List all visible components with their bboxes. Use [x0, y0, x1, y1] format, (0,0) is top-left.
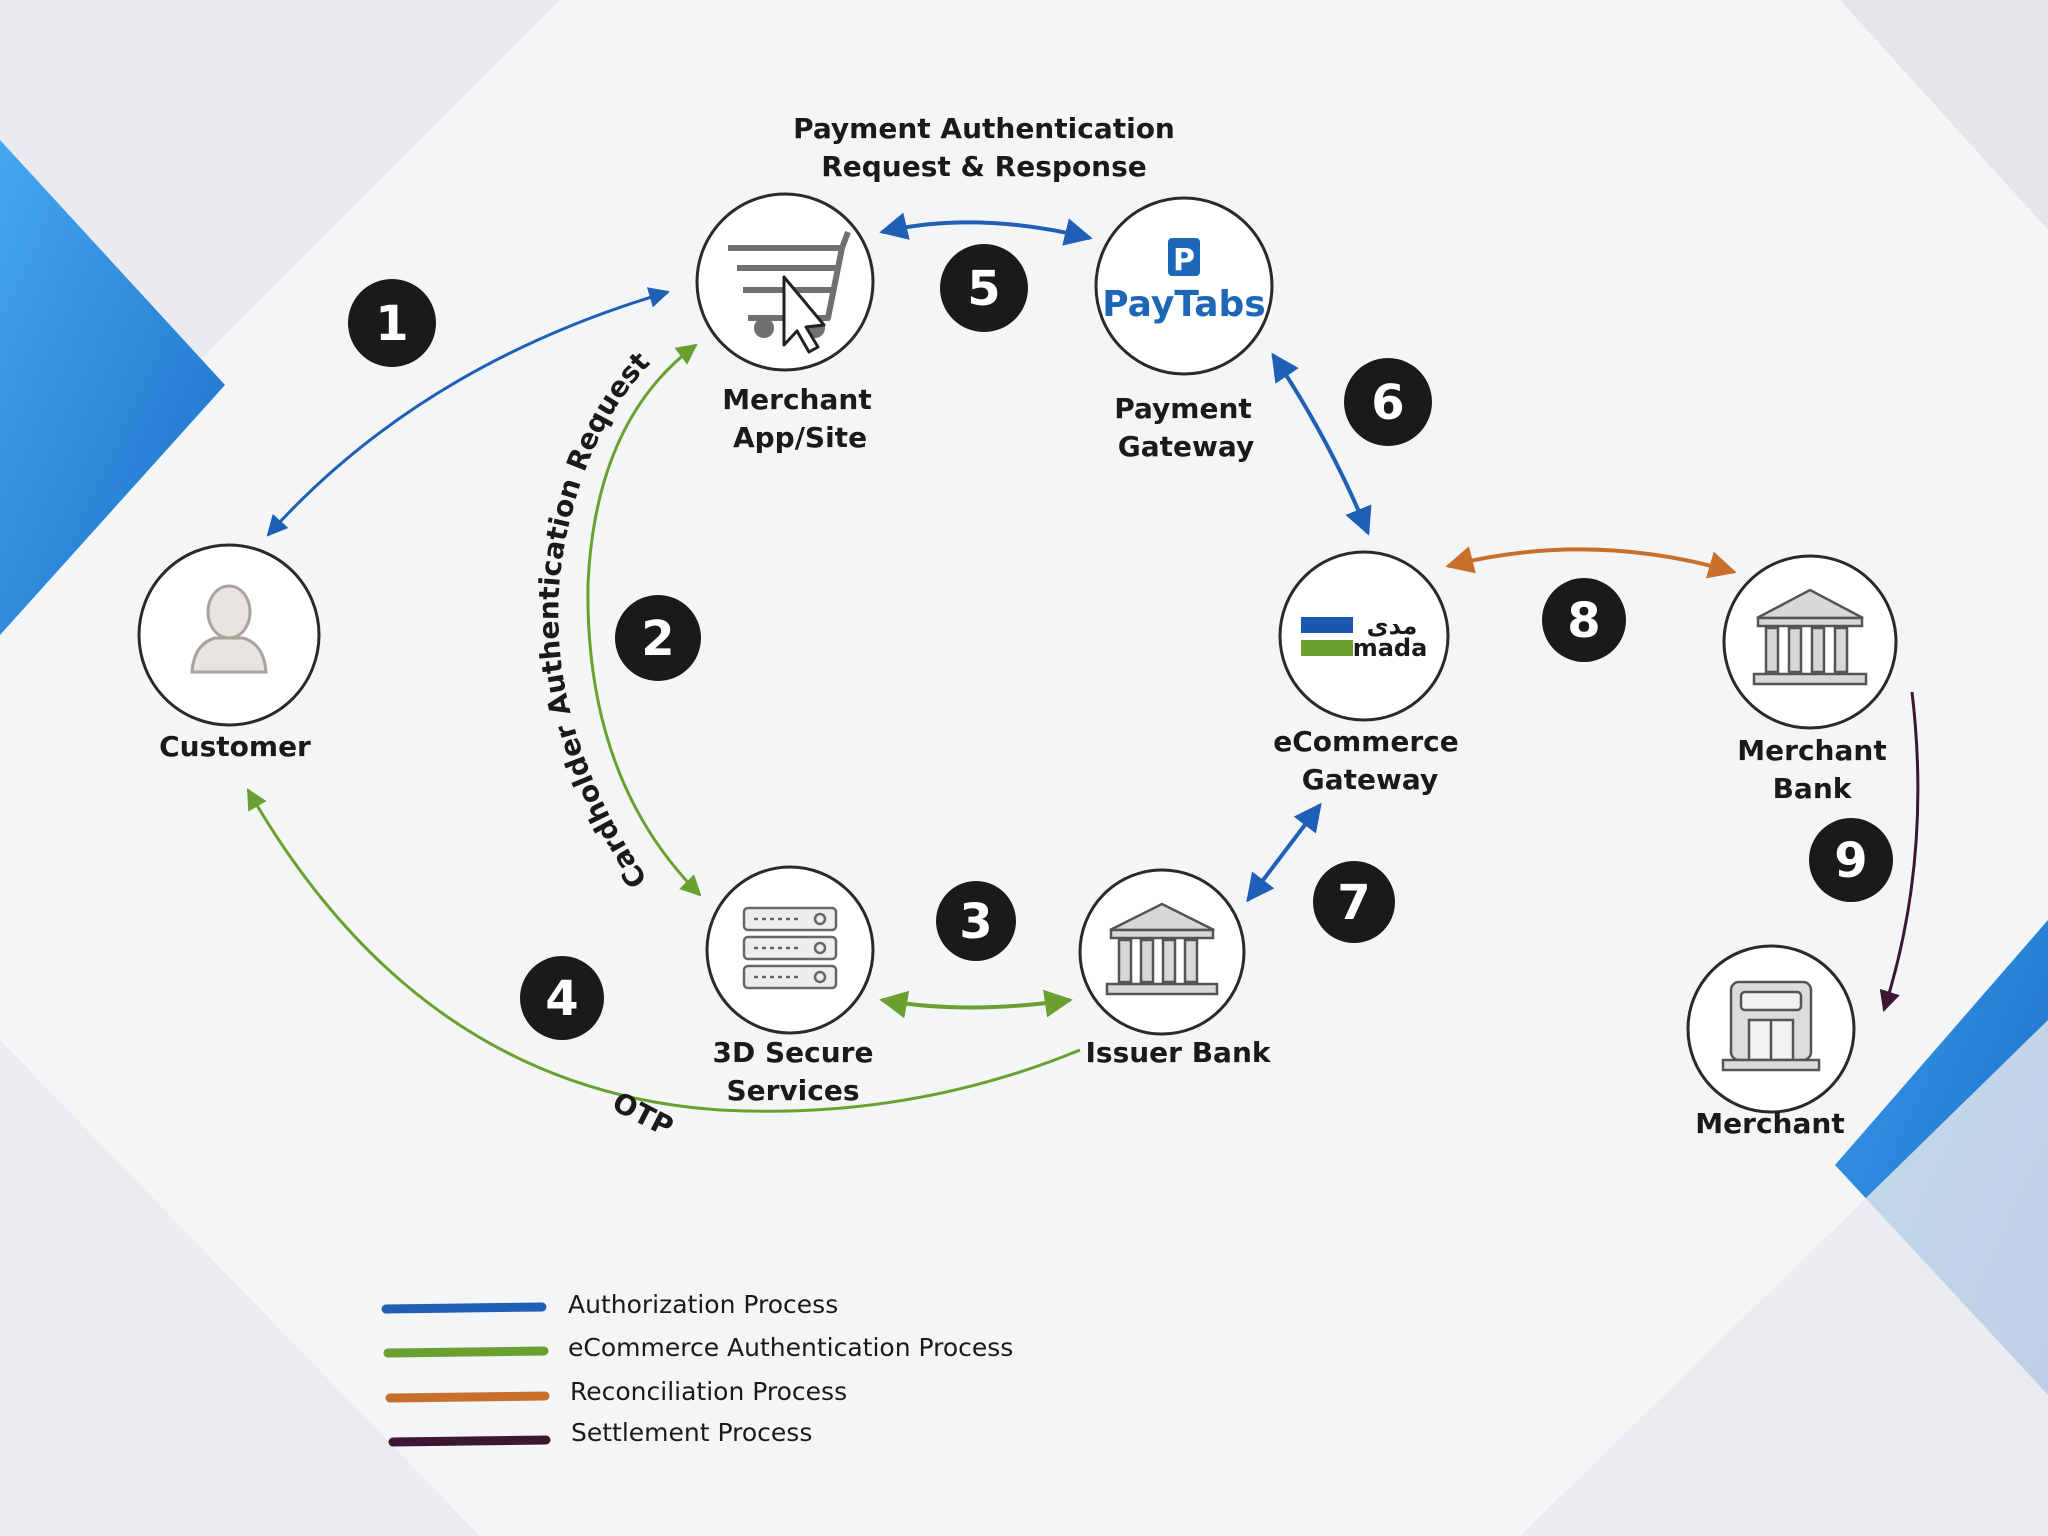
merchant-app-label-line2: App/Site [733, 421, 867, 454]
paytabs-mark-letter: P [1173, 243, 1195, 278]
node-payment-gateway[interactable]: P PayTabs [1094, 196, 1274, 376]
svg-text:Settlement Process: Settlement Process [571, 1418, 812, 1447]
step-badge-2: 2 [615, 595, 701, 681]
step-badge-4: 4 [520, 956, 604, 1040]
step-badge-3: 3 [936, 881, 1016, 961]
svg-text:مدى: مدى [1367, 612, 1418, 640]
step-badge-8: 8 [1542, 578, 1626, 662]
merchant-bank-label-line2: Bank [1773, 772, 1853, 805]
diagram-title-line1: Payment Authentication [793, 112, 1175, 145]
ecommerce-gateway-label-line2: Gateway [1302, 763, 1438, 796]
arrow-step7-authorization [1246, 802, 1322, 903]
step-badge-9: 9 [1809, 818, 1893, 902]
node-ecommerce-gateway[interactable]: مدى mada [1278, 550, 1450, 722]
node-issuer-bank[interactable] [1078, 868, 1246, 1036]
legend: Authorization Process eCommerce Authenti… [381, 1290, 1013, 1447]
arrow-step2-authentication [586, 343, 702, 897]
server-icon [742, 906, 838, 990]
svg-text:5: 5 [967, 261, 1000, 317]
user-icon [190, 584, 268, 674]
svg-text:Authorization Process: Authorization Process [568, 1290, 838, 1319]
node-merchant-bank[interactable] [1722, 554, 1898, 730]
arrow-step6-authorization [1271, 352, 1372, 536]
arrow-step3-authentication [879, 989, 1073, 1019]
paytabs-mark [1168, 238, 1200, 276]
paytabs-logo: PayTabs [1102, 284, 1265, 325]
3d-secure-label-line2: Services [726, 1074, 859, 1107]
payment-gateway-label-line2: Gateway [1118, 430, 1254, 463]
arrow-step9-settlement [1879, 691, 1920, 1013]
svg-text:3: 3 [959, 894, 992, 950]
legend-item-settlement: Settlement Process [388, 1418, 812, 1447]
arrow-step5-authorization [879, 212, 1093, 246]
node-3d-secure-services[interactable] [705, 865, 875, 1035]
step-badge-1: 1 [348, 279, 436, 367]
node-merchant-app[interactable] [695, 192, 875, 372]
svg-text:4: 4 [545, 971, 578, 1027]
merchant-bank-label-line1: Merchant [1737, 734, 1886, 767]
svg-text:9: 9 [1834, 833, 1867, 889]
customer-label: Customer [159, 730, 311, 763]
arrow-step4-otp [246, 788, 1081, 1113]
node-customer[interactable] [137, 543, 321, 727]
3d-secure-label-line1: 3D Secure [713, 1036, 874, 1069]
bank-icon [1752, 588, 1868, 686]
svg-text:1: 1 [375, 296, 408, 352]
arrow-step8-reconciliation [1445, 546, 1737, 579]
bank-icon [1105, 902, 1219, 996]
step-badges: 1 2 3 4 5 6 7 8 [348, 244, 1893, 1040]
merchant-label: Merchant [1695, 1107, 1844, 1140]
node-merchant[interactable] [1686, 944, 1856, 1114]
ecommerce-gateway-label-line1: eCommerce [1273, 725, 1459, 758]
svg-text:eCommerce Authentication Proce: eCommerce Authentication Process [568, 1333, 1013, 1362]
issuer-bank-label: Issuer Bank [1085, 1036, 1271, 1069]
svg-text:7: 7 [1337, 875, 1370, 931]
svg-text:2: 2 [641, 611, 674, 667]
merchant-app-label-line1: Merchant [722, 383, 871, 416]
legend-item-reconciliation: Reconciliation Process [385, 1377, 847, 1406]
step-badge-7: 7 [1313, 861, 1395, 943]
svg-text:mada: mada [1353, 634, 1428, 662]
cursor-icon [782, 275, 826, 354]
diagram-title-line2: Request & Response [821, 150, 1147, 183]
step-badge-6: 6 [1344, 358, 1432, 446]
svg-text:8: 8 [1567, 593, 1600, 649]
arrow-step1-authorization [266, 287, 671, 537]
svg-text:Reconciliation Process: Reconciliation Process [570, 1377, 847, 1406]
step-badge-5: 5 [940, 244, 1028, 332]
connectors [246, 212, 1920, 1113]
storefront-icon [1721, 980, 1821, 1072]
legend-item-authorization: Authorization Process [381, 1290, 838, 1319]
legend-item-authentication: eCommerce Authentication Process [383, 1333, 1013, 1362]
payment-gateway-label-line1: Payment [1114, 392, 1252, 425]
svg-text:6: 6 [1371, 375, 1404, 431]
mada-logo: مدى mada [1301, 612, 1427, 662]
